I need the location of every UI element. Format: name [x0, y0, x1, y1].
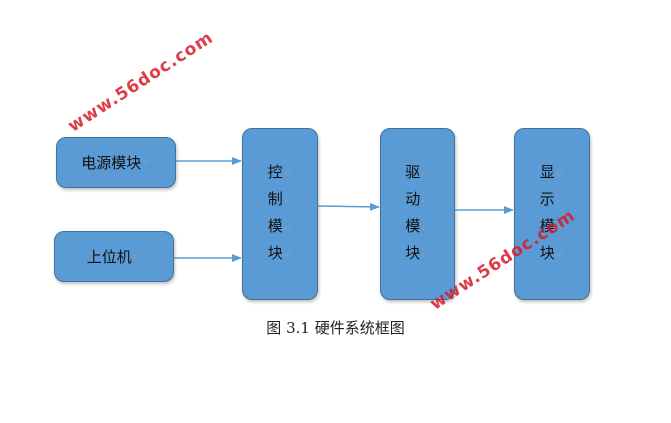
control-module-char: 控↵ [267, 163, 293, 181]
arrow-control-to-driver [317, 202, 380, 211]
return-mark: ↵ [132, 251, 142, 262]
driver-module-char: 模↵ [405, 217, 430, 235]
display-module-char: 示↵ [539, 190, 565, 208]
display-module-char: 模↵ [539, 217, 565, 235]
driver-module-char: 块↵ [405, 244, 430, 262]
driver-module-box: 驱↵ 动↵ 模↵ 块↵ [380, 128, 455, 300]
control-module-char: 制↵ [267, 190, 293, 208]
figure-caption: 图 3.1 硬件系统框图 [266, 319, 405, 337]
driver-module-char: 驱↵ [405, 163, 430, 181]
control-module-box: 控↵ 制↵ 模↵ 块↵ [242, 128, 318, 300]
return-mark: ↵ [142, 157, 151, 168]
display-module-char: 显↵ [539, 163, 565, 181]
control-module-char: 模↵ [267, 217, 293, 235]
host-computer-label: 上位机 [86, 248, 132, 266]
control-module-char: 块↵ [267, 244, 293, 262]
watermark-top: www.56doc.com [64, 27, 218, 137]
power-module-label: 电源模块 [81, 154, 142, 172]
driver-module-char: 动↵ [405, 190, 430, 208]
display-module-char: 块↵ [539, 244, 565, 262]
power-module-box: 电源模块↵ [56, 137, 176, 188]
host-computer-box: 上位机↵ [54, 231, 174, 282]
display-module-box: 显↵ 示↵ 模↵ 块↵ [514, 128, 590, 300]
